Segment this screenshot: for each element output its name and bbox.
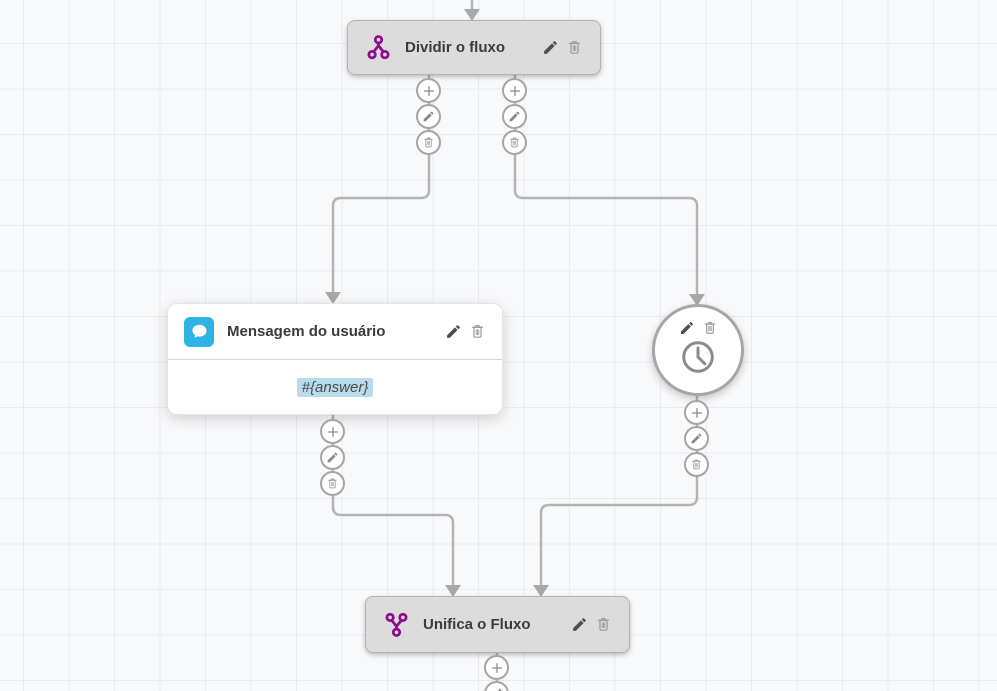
plus-icon xyxy=(422,84,436,98)
split-node-title: Dividir o fluxo xyxy=(405,39,506,56)
split-flow-node[interactable]: Dividir o fluxo xyxy=(347,20,601,75)
edit-branch-button[interactable] xyxy=(502,104,527,129)
pencil-icon xyxy=(542,39,559,56)
user-message-edit-button[interactable] xyxy=(445,323,462,340)
user-message-title: Mensagem do usuário xyxy=(227,323,386,340)
pencil-icon xyxy=(490,687,503,691)
arrowhead-into-merge-right xyxy=(533,585,549,597)
plus-icon xyxy=(326,425,340,439)
pencil-icon xyxy=(445,323,462,340)
merge-node-title: Unifica o Fluxo xyxy=(423,616,531,633)
plus-icon xyxy=(690,406,704,420)
edit-branch-button[interactable] xyxy=(320,445,345,470)
variable-chip: #{answer} xyxy=(296,377,374,397)
add-step-button[interactable] xyxy=(484,655,509,680)
trash-icon xyxy=(422,136,435,149)
arrowhead-into-message xyxy=(325,292,341,304)
split-flow-icon xyxy=(365,34,392,61)
timer-edit-button[interactable] xyxy=(679,320,695,336)
pencil-icon xyxy=(508,110,521,123)
user-message-delete-button[interactable] xyxy=(469,323,486,340)
timer-delete-button[interactable] xyxy=(702,320,718,336)
merge-delete-button[interactable] xyxy=(595,616,612,633)
pencil-icon xyxy=(422,110,435,123)
pencil-icon xyxy=(690,432,703,445)
user-message-body: #{answer} xyxy=(168,360,502,414)
merge-edit-button[interactable] xyxy=(571,616,588,633)
split-right-branch-actions xyxy=(502,78,527,155)
edit-branch-button[interactable] xyxy=(484,681,509,691)
split-edit-button[interactable] xyxy=(542,39,559,56)
connector-split-to-message xyxy=(331,75,431,294)
trash-icon xyxy=(690,458,703,471)
edit-branch-button[interactable] xyxy=(416,104,441,129)
pencil-icon xyxy=(679,320,695,336)
connector-timer-to-merge xyxy=(539,395,699,587)
chat-bubble-icon xyxy=(184,316,214,347)
delete-branch-button[interactable] xyxy=(416,130,441,155)
delete-branch-button[interactable] xyxy=(684,452,709,477)
plus-icon xyxy=(490,661,504,675)
trash-icon xyxy=(702,320,718,336)
plus-icon xyxy=(508,84,522,98)
arrowhead-into-split xyxy=(464,9,480,21)
message-output-actions xyxy=(320,419,345,496)
clock-icon xyxy=(679,338,717,376)
delete-branch-button[interactable] xyxy=(320,471,345,496)
pencil-icon xyxy=(571,616,588,633)
merge-flow-node[interactable]: Unifica o Fluxo xyxy=(365,596,630,653)
trash-icon xyxy=(326,477,339,490)
add-step-button[interactable] xyxy=(320,419,345,444)
pencil-icon xyxy=(326,451,339,464)
add-step-button[interactable] xyxy=(416,78,441,103)
user-message-node[interactable]: Mensagem do usuário xyxy=(167,303,503,415)
merge-flow-icon xyxy=(383,611,410,638)
trash-icon xyxy=(595,616,612,633)
connector-message-to-merge xyxy=(331,415,455,587)
arrowhead-into-timer xyxy=(689,294,705,306)
timer-output-actions xyxy=(684,400,709,477)
add-step-button[interactable] xyxy=(502,78,527,103)
split-delete-button[interactable] xyxy=(566,39,583,56)
trash-icon xyxy=(469,323,486,340)
merge-output-actions xyxy=(484,655,509,691)
timer-node[interactable] xyxy=(652,304,744,396)
trash-icon xyxy=(566,39,583,56)
connector-split-to-timer xyxy=(513,75,699,296)
user-message-header: Mensagem do usuário xyxy=(168,304,502,360)
add-step-button[interactable] xyxy=(684,400,709,425)
delete-branch-button[interactable] xyxy=(502,130,527,155)
trash-icon xyxy=(508,136,521,149)
arrowhead-into-merge-left xyxy=(445,585,461,597)
split-left-branch-actions xyxy=(416,78,441,155)
edit-branch-button[interactable] xyxy=(684,426,709,451)
